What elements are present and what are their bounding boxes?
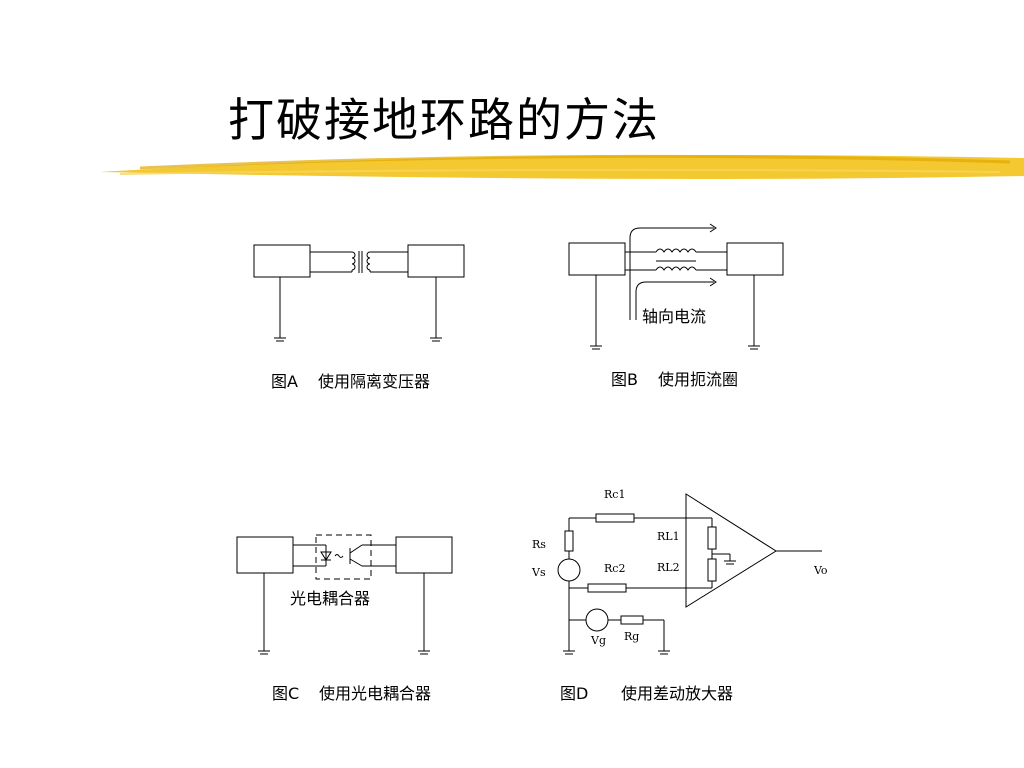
figure-d-differential-amplifier: [557, 493, 822, 655]
label-vs: Vs: [531, 566, 546, 579]
label-rl1: RL1: [657, 530, 680, 543]
label-rc1: Rc1: [604, 488, 625, 501]
label-rs: Rs: [532, 538, 546, 551]
label-vg: Vg: [590, 634, 606, 647]
label-rc2: Rc2: [604, 562, 625, 575]
figure-a-isolation-transformer: [253, 244, 465, 342]
slide-title: 打破接地环路的方法: [228, 93, 660, 147]
figure-d-caption-text: 使用差动放大器: [621, 684, 733, 703]
figure-a-caption-text: 使用隔离变压器: [318, 372, 430, 391]
figure-a-caption-tag: 图A: [271, 372, 298, 391]
label-vo: Vo: [813, 564, 828, 577]
figure-d-caption-tag: 图D: [560, 684, 588, 703]
label-rl2: RL2: [657, 561, 680, 574]
figure-b-annotation: 轴向电流: [642, 307, 706, 326]
title-underline-brush: [100, 154, 1024, 179]
figure-c-caption-text: 使用光电耦合器: [319, 684, 431, 703]
figure-b-caption-text: 使用扼流圈: [658, 370, 738, 389]
figure-c-caption-tag: 图C: [272, 684, 299, 703]
figure-b-choke: [568, 223, 784, 350]
figure-c-annotation: 光电耦合器: [290, 589, 370, 608]
figure-b-caption-tag: 图B: [611, 370, 638, 389]
figure-c-optocoupler: [236, 534, 453, 655]
label-rg: Rg: [624, 630, 639, 643]
figure-d-labels: Rc1 Rs Vs Rc2 RL1 RL2 Vo Vg Rg: [531, 488, 828, 647]
